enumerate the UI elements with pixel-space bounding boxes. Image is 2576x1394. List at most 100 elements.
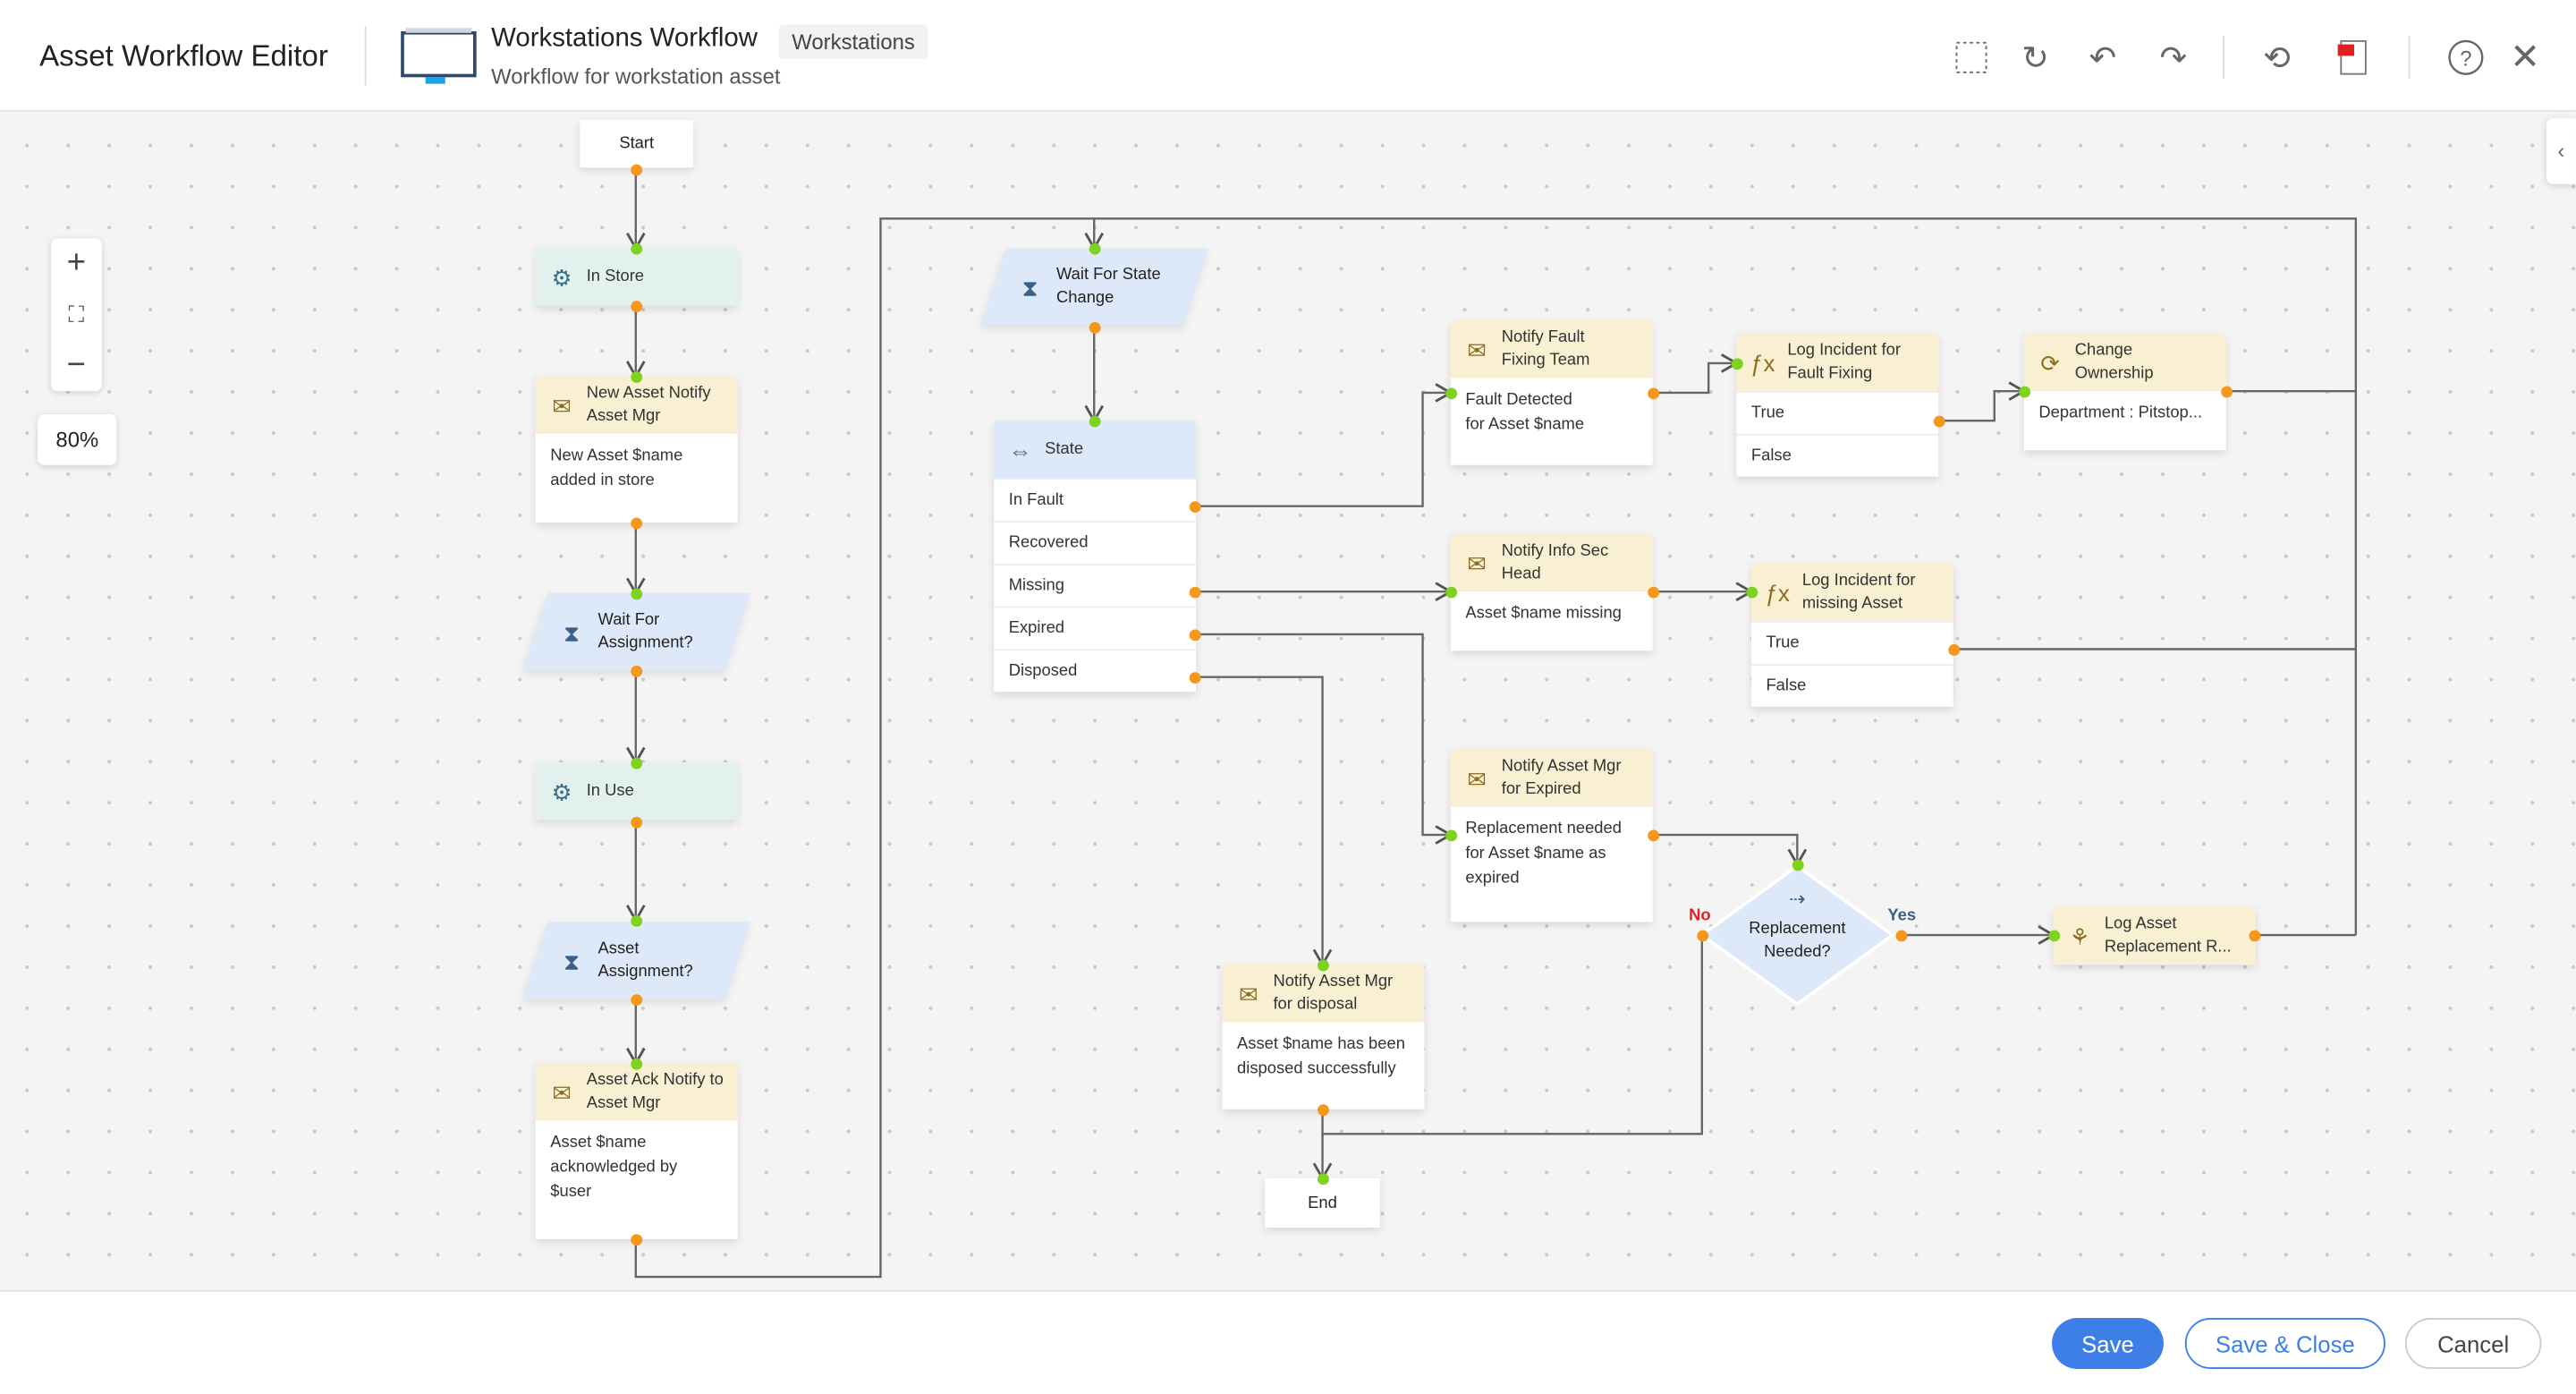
input-port[interactable] [1445, 387, 1457, 399]
output-port[interactable] [630, 516, 642, 529]
output-port[interactable] [630, 993, 642, 1006]
undo-icon[interactable]: ↶ [2089, 39, 2117, 77]
output-port[interactable] [1696, 929, 1708, 941]
connector[interactable] [1322, 935, 1704, 1135]
output-port[interactable] [2248, 929, 2260, 941]
output-port[interactable] [2220, 385, 2233, 397]
in-store-node[interactable]: ⚙In Store [535, 248, 738, 306]
mail-icon: ✉ [1239, 980, 1258, 1007]
input-port[interactable] [1317, 958, 1328, 971]
input-port[interactable] [1088, 242, 1100, 254]
output-port[interactable] [1188, 585, 1200, 598]
output-port[interactable] [1088, 321, 1100, 333]
wait-for-state-change-node[interactable]: ⧗Wait For State Change [981, 248, 1209, 326]
save-close-button[interactable]: Save & Close [2184, 1318, 2385, 1369]
collapse-panel-button[interactable]: ‹ [2546, 118, 2576, 184]
input-port[interactable] [630, 242, 642, 254]
node-title: Wait For Assignment? [597, 610, 693, 652]
input-port[interactable] [1445, 585, 1457, 598]
workflow-title: Workstations Workflow [491, 24, 758, 53]
input-port[interactable] [1791, 858, 1803, 871]
input-port[interactable] [1730, 357, 1742, 370]
connector[interactable] [1194, 676, 1333, 968]
zoom-out-button[interactable]: − [66, 346, 87, 383]
history-icon[interactable]: ⟲ [2263, 39, 2292, 77]
connector[interactable] [1194, 383, 1453, 507]
connector[interactable] [1094, 217, 2358, 936]
in-use-node[interactable]: ⚙In Use [535, 762, 738, 820]
redo-icon[interactable]: ↷ [2159, 39, 2188, 77]
function-icon: ƒx [1750, 349, 1775, 376]
close-icon[interactable]: ✕ [2510, 36, 2540, 78]
node-body: Replacement needed for Asset $name as ex… [1465, 820, 1622, 888]
divider [364, 26, 367, 86]
input-port[interactable] [1445, 829, 1457, 841]
refresh-icon[interactable]: ↻ [2021, 39, 2050, 77]
output-port[interactable] [1647, 829, 1659, 841]
input-port[interactable] [630, 370, 642, 383]
wait-for-assignment-node[interactable]: ⧗Wait For Assignment? [522, 593, 750, 671]
input-port[interactable] [630, 587, 642, 599]
condition-row: True [1750, 621, 1953, 664]
output-port[interactable] [630, 664, 642, 676]
node-title: Asset Ack Notify to Asset Mgr [586, 1070, 724, 1112]
replacement-decision-node[interactable]: ⇢ Replacement Needed? [1699, 864, 1894, 1007]
mail-icon: ✉ [1467, 764, 1487, 792]
output-port[interactable] [1932, 414, 1945, 427]
fit-screen-icon[interactable]: ⛶ [68, 301, 85, 327]
output-port[interactable] [1947, 643, 1960, 655]
state-row: Disposed [994, 649, 1197, 692]
connector[interactable] [1652, 353, 1740, 395]
log-asset-replacement-node[interactable]: ⚘Log Asset Replacement R... [2053, 906, 2256, 965]
input-port[interactable] [630, 1057, 642, 1069]
mail-icon: ✉ [552, 1078, 572, 1106]
output-port[interactable] [630, 163, 642, 175]
input-port[interactable] [1317, 1172, 1328, 1185]
help-icon[interactable]: ? [2445, 36, 2487, 79]
input-port[interactable] [630, 756, 642, 769]
connector[interactable] [1194, 633, 1453, 845]
output-port[interactable] [1317, 1103, 1328, 1116]
condition-row: True [1736, 391, 1939, 434]
output-port[interactable] [630, 1233, 642, 1245]
input-port[interactable] [2018, 385, 2030, 397]
output-port[interactable] [630, 815, 642, 828]
end-node[interactable]: End [1265, 1177, 1380, 1228]
pdf-icon[interactable] [2331, 36, 2374, 79]
output-port[interactable] [1188, 671, 1200, 684]
state-switch-node[interactable]: ⇔State In Fault Recovered Missing Expire… [994, 421, 1197, 693]
connector[interactable] [1938, 381, 2027, 422]
output-port[interactable] [1894, 929, 1907, 941]
output-port[interactable] [1188, 628, 1200, 641]
mail-icon: ✉ [1467, 336, 1487, 362]
zoom-in-button[interactable]: + [66, 244, 87, 282]
start-node[interactable]: Start [580, 120, 694, 168]
connector[interactable] [1652, 833, 1808, 867]
output-port[interactable] [1647, 585, 1659, 598]
node-title: Log Incident for missing Asset [1801, 571, 1916, 613]
condition-row: False [1750, 664, 1953, 707]
app-title: Asset Workflow Editor [39, 39, 328, 72]
node-body: Fault Detected for Asset $name [1465, 391, 1585, 434]
save-button[interactable]: Save [2052, 1318, 2164, 1369]
input-port[interactable] [2047, 929, 2060, 941]
output-port[interactable] [1647, 387, 1659, 399]
output-port[interactable] [630, 300, 642, 312]
input-port[interactable] [630, 914, 642, 926]
input-port[interactable] [1088, 414, 1100, 427]
connector[interactable] [634, 217, 1105, 1279]
output-port[interactable] [1188, 500, 1200, 513]
asset-assignment-node[interactable]: ⧗Asset Assignment? [522, 922, 750, 999]
input-port[interactable] [1745, 585, 1758, 598]
cancel-button[interactable]: Cancel [2404, 1318, 2542, 1369]
select-icon[interactable] [1950, 36, 1993, 79]
